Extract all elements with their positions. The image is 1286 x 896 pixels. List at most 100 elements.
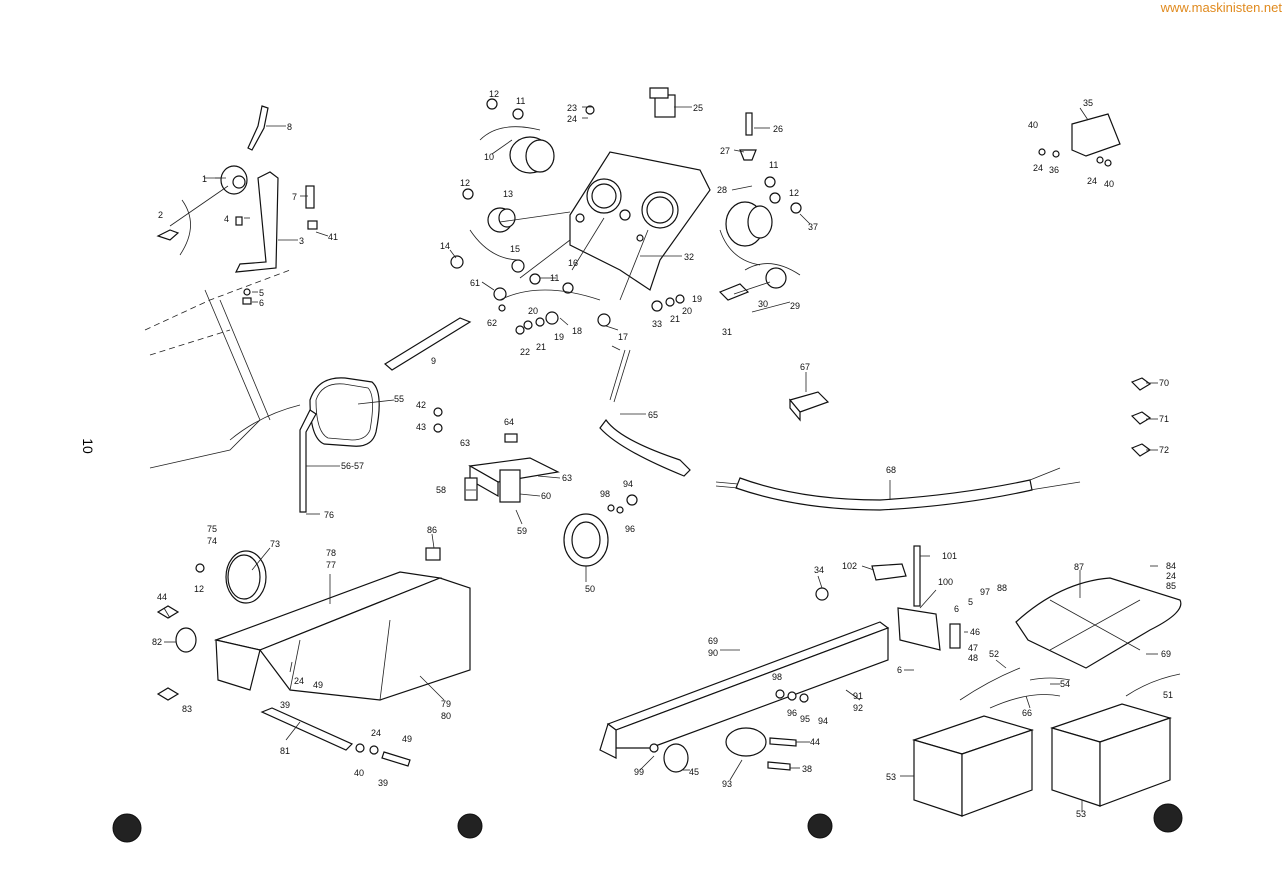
callout-62: 62 [487,318,497,328]
socket-27 [739,149,757,161]
callout-58: 58 [436,485,446,495]
callout-24b: 24 [1033,163,1043,173]
callout-86: 86 [427,525,437,535]
relay-67 [788,391,830,422]
callout-14: 14 [440,241,450,251]
callout-56-57: 56-57 [341,461,364,471]
callout-6b: 6 [954,604,959,614]
headlamp-73 [195,550,267,604]
callout-76: 76 [324,510,334,520]
callout-99: 99 [634,767,644,777]
callout-39b: 39 [378,778,388,788]
callout-17: 17 [618,332,628,342]
instrument-panel [569,151,711,291]
callout-51: 51 [1163,690,1173,700]
callout-68: 68 [886,465,896,475]
callout-52: 52 [989,649,999,659]
callout-102: 102 [842,561,857,571]
callout-18: 18 [572,326,582,336]
bracket-100 [815,545,961,651]
callout-4: 4 [224,214,229,224]
callout-12c: 12 [460,178,470,188]
battery-cables [959,667,1181,709]
callout-60: 60 [541,491,551,501]
callout-31: 31 [722,327,732,337]
callout-81: 81 [280,746,290,756]
battery-box [213,547,471,701]
callout-44b: 44 [810,737,820,747]
strap-9 [383,317,472,371]
bulb-2 [156,199,191,256]
callout-100: 100 [938,577,953,587]
callout-6: 6 [259,298,264,308]
callout-2: 2 [158,210,163,220]
callout-98b: 98 [772,672,782,682]
switch-block-63 [433,407,560,503]
callout-48: 48 [968,653,978,663]
callout-92: 92 [853,703,863,713]
callout-84: 84 [1166,561,1176,571]
callout-63b: 63 [562,473,572,483]
callout-24d: 24 [294,676,304,686]
callout-13: 13 [503,189,513,199]
bracket-3 [234,171,279,273]
callout-9: 9 [431,356,436,366]
callout-28: 28 [717,185,727,195]
panel-arcs [469,126,801,301]
callout-21b: 21 [670,314,680,324]
callout-69b: 69 [1161,649,1171,659]
callout-19: 19 [554,332,564,342]
gauge-13 [487,207,516,233]
callout-11c: 11 [550,273,559,283]
callout-71: 71 [1159,414,1169,424]
callout-90: 90 [708,648,718,658]
callout-85: 85 [1166,581,1176,591]
callout-47: 47 [968,643,978,653]
callout-1: 1 [202,174,207,184]
callout-6c: 6 [897,665,902,675]
callout-35: 35 [1083,98,1093,108]
callout-10: 10 [484,152,494,162]
callout-78: 78 [326,548,336,558]
callout-7: 7 [292,192,297,202]
callout-70: 70 [1159,378,1169,388]
callout-45: 45 [689,767,699,777]
strap-81 [260,707,411,767]
callout-25: 25 [693,103,703,113]
callout-72: 72 [1159,445,1169,455]
callout-96: 96 [625,524,635,534]
callout-36: 36 [1049,165,1059,175]
callout-12: 12 [489,89,499,99]
tractor-outline [144,269,301,469]
leader-lines [163,106,1158,812]
bulb-26 [745,112,753,136]
callout-22: 22 [520,347,530,357]
callout-16: 16 [568,258,578,268]
callout-12d: 12 [194,584,204,594]
callout-19b: 19 [692,294,702,304]
callout-87: 87 [1074,562,1084,572]
callout-93: 93 [722,779,732,789]
callout-66: 66 [1022,708,1032,718]
callout-74: 74 [207,536,217,546]
callout-79: 79 [441,699,451,709]
callout-40c: 40 [354,768,364,778]
callout-73: 73 [270,539,280,549]
callout-50: 50 [585,584,595,594]
callout-61: 61 [470,278,480,288]
callout-3: 3 [299,236,304,246]
callout-20b: 20 [682,306,692,316]
callout-49: 49 [313,680,323,690]
small-screws-5-6 [235,216,252,305]
callout-95: 95 [800,714,810,724]
callout-54: 54 [1060,679,1070,689]
callout-94: 94 [623,479,633,489]
callout-15: 15 [510,244,520,254]
panel-connectors [450,98,802,335]
callout-80: 80 [441,711,451,721]
callout-96b: 96 [787,708,797,718]
ignition-switch-25 [649,87,676,118]
wire-8 [247,105,269,151]
watermark: www.maskinisten.net [1160,0,1282,15]
